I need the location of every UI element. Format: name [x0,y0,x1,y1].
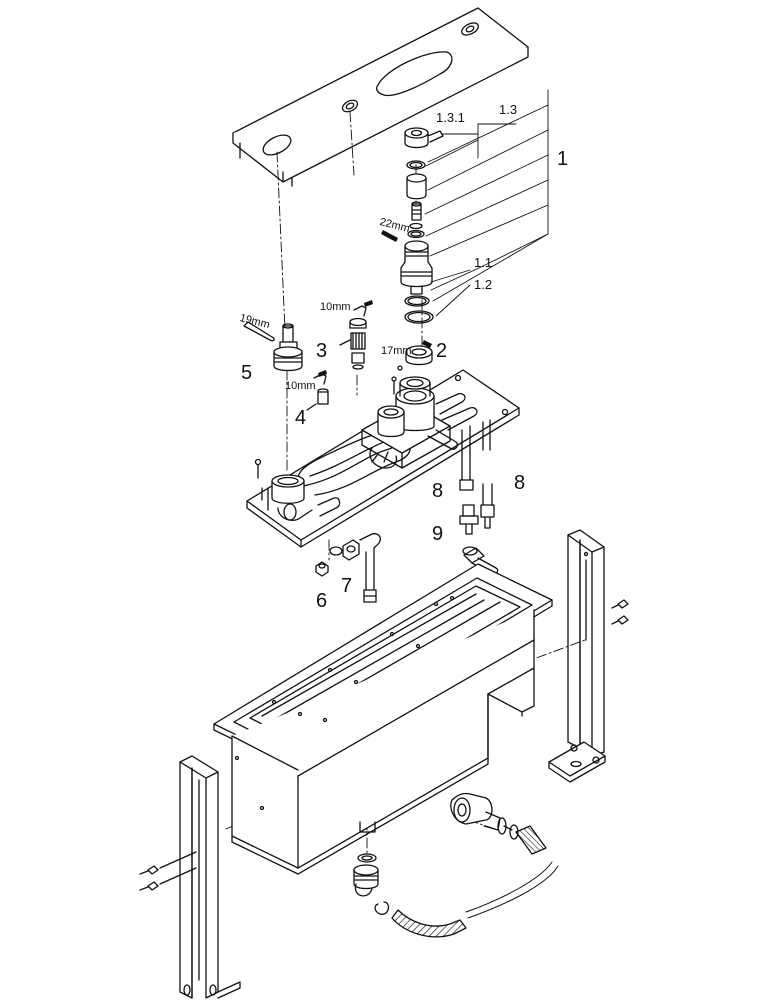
housing-box [214,564,552,874]
tool-size-10mm-top: 10mm [320,301,351,313]
callout-6: 6 [316,590,328,612]
callout-8-left: 8 [432,480,444,502]
callout-1-3: 1.3 [499,102,518,117]
callout-1: 1 [557,148,569,170]
valve-part-5 [244,322,302,371]
callout-8-right: 8 [514,472,526,494]
nipple-part-4 [307,374,328,410]
elbow-part-9 [463,547,498,574]
callout-leaders-part1 [425,90,548,316]
callout-2: 2 [436,340,448,362]
callout-3: 3 [316,340,328,362]
tool-icons [318,230,432,377]
tool-size-17mm: 17mm [381,345,412,357]
mounting-plate [247,366,519,547]
callout-1-2: 1.2 [474,277,493,292]
callout-7: 7 [341,575,353,597]
callout-5: 5 [241,362,253,384]
filter-part-3 [340,306,366,369]
drain-assembly [354,793,558,936]
tool-size-10mm-bottom: 10mm [285,380,316,392]
right-mounting-bracket [549,530,628,782]
cartridge-assembly [401,128,443,365]
left-mounting-bracket [140,756,240,998]
callout-1-3-1: 1.3.1 [436,110,465,125]
cover-plate [233,8,528,186]
fitting-part-6-7 [316,534,380,602]
callout-4: 4 [295,407,307,429]
callout-1-1: 1.1 [474,255,493,270]
callout-9: 9 [432,523,444,545]
